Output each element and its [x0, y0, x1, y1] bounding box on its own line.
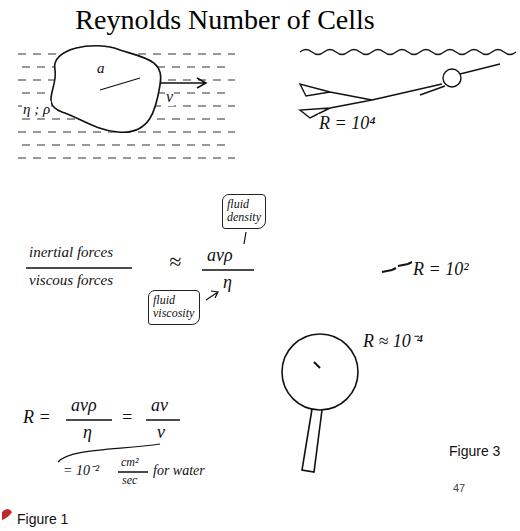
value-bracket — [58, 444, 160, 462]
handwritten-label: viscous forces — [28, 272, 114, 289]
handwritten-label: R = 10² — [412, 260, 470, 280]
handwritten-label: av — [150, 396, 169, 416]
annotation-text: fluid density — [227, 198, 265, 224]
figure-caption: Figure 1 — [16, 512, 69, 527]
density-leader — [244, 232, 246, 244]
handwritten-label: η — [222, 273, 233, 293]
annotation-text: fluid viscosity — [153, 294, 199, 320]
water-surface — [300, 50, 516, 55]
handwritten-label: R ≈ 10⁻⁴ — [362, 332, 424, 352]
figure-caption: 47 — [452, 482, 466, 494]
annotation-box: fluid viscosity — [148, 290, 200, 325]
handwritten-label: ν — [156, 423, 166, 443]
handwritten-label: η ; ρ — [22, 101, 51, 118]
swimmer — [300, 64, 500, 118]
figure-caption: Figure 3 — [448, 444, 501, 459]
logo-mark — [2, 509, 12, 520]
handwritten-label: a — [96, 60, 106, 77]
handwritten-label: η — [82, 423, 93, 443]
handwritten-label: = — [120, 408, 134, 428]
radius-line — [100, 78, 140, 90]
slide-title: Reynolds Number of Cells — [40, 4, 410, 36]
viscosity-leader — [206, 291, 218, 300]
fraction-bars — [26, 268, 254, 472]
magnifier — [282, 334, 358, 472]
handwritten-label: R = — [22, 408, 52, 428]
handwritten-label: inertial forces — [28, 244, 114, 261]
handwritten-label: for water — [152, 463, 206, 478]
handwritten-label: = 10⁻² — [62, 463, 100, 478]
handwritten-label: R = 10⁴ — [318, 114, 376, 134]
handwritten-label: ≈ — [168, 250, 182, 274]
handwritten-label: v — [165, 88, 174, 106]
annotation-box: fluid density — [222, 194, 266, 229]
handwritten-label: sec — [121, 474, 138, 487]
handwritten-label: avρ — [70, 396, 98, 416]
velocity-arrow — [160, 78, 206, 88]
small-swimmers — [382, 262, 412, 272]
handwritten-label: avρ — [206, 246, 234, 266]
handwritten-label: cm² — [120, 456, 140, 469]
cell-blob — [51, 46, 161, 133]
